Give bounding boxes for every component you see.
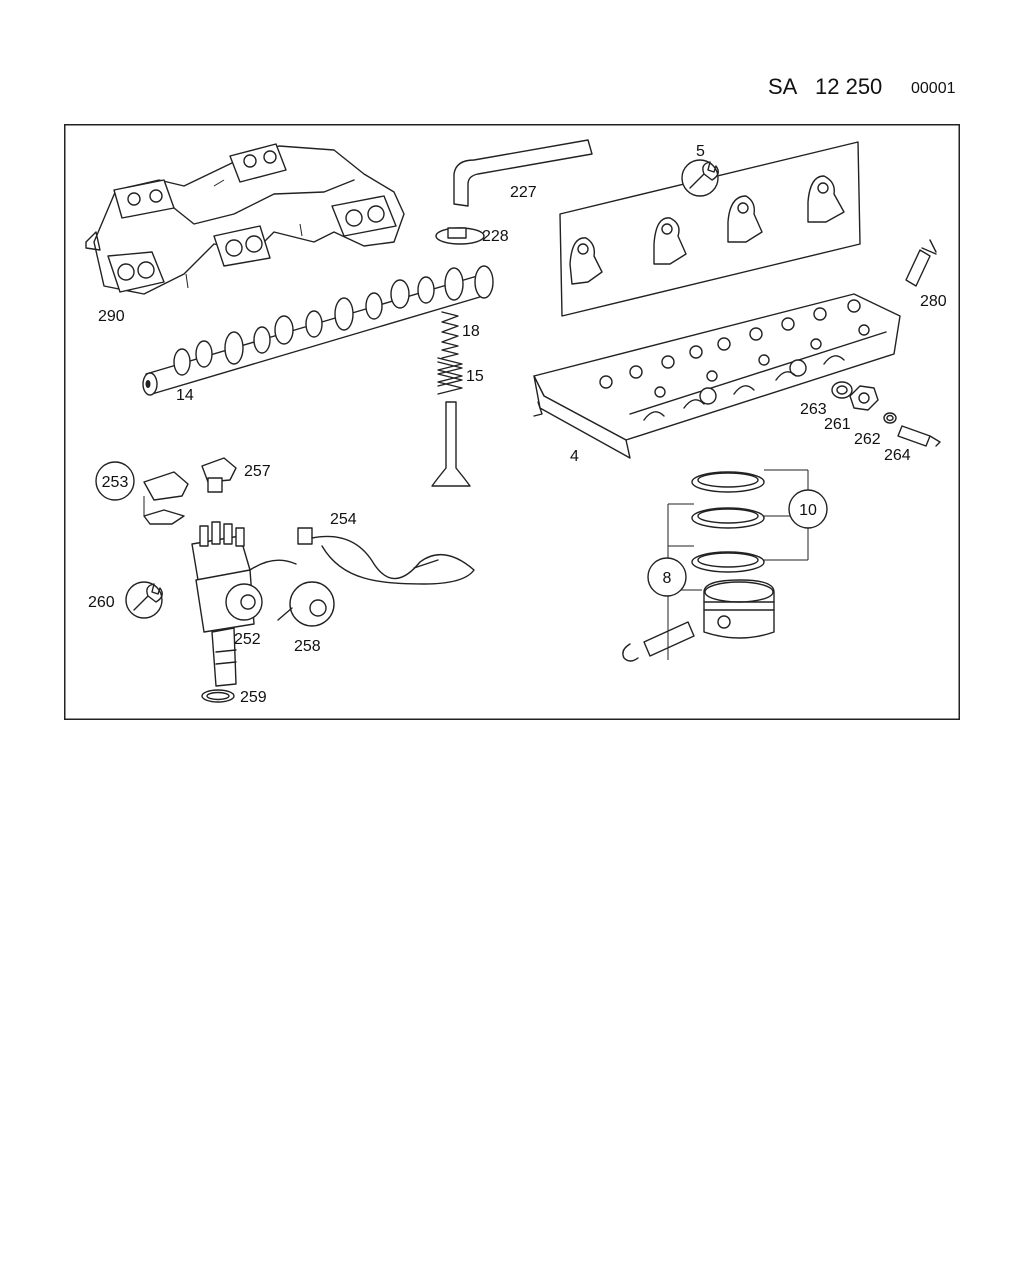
breather-hose[interactable] [453, 139, 593, 207]
wrench-icon [125, 581, 163, 619]
rocker-arm-kit[interactable] [559, 141, 861, 317]
cylinder-head[interactable] [533, 293, 901, 459]
wrench-icon [681, 159, 719, 197]
callout-227: 227 [510, 184, 537, 201]
temperature-sensor[interactable] [897, 425, 941, 447]
callout-258: 258 [294, 638, 321, 655]
callout-15: 15 [466, 368, 484, 385]
callout-290: 290 [98, 308, 125, 325]
callout-264: 264 [884, 447, 911, 464]
callout-10: 10 [799, 502, 817, 519]
intake-manifold[interactable] [85, 143, 405, 295]
callout-circle-253[interactable]: 253 [95, 461, 135, 501]
callout-circle-10[interactable]: 10 [788, 489, 828, 529]
callout-253: 253 [102, 474, 129, 491]
camshaft[interactable] [142, 265, 494, 396]
callout-280: 280 [920, 293, 947, 310]
callout-259: 259 [240, 689, 267, 706]
rotor-contact[interactable] [143, 471, 189, 525]
circlip[interactable] [622, 643, 639, 662]
callout-18: 18 [462, 323, 480, 340]
ignition-cable[interactable] [297, 527, 475, 585]
nut-261[interactable] [849, 385, 879, 411]
piston-ring-set[interactable] [691, 471, 765, 573]
distributor-rotor[interactable] [201, 457, 237, 493]
sealing-ring-259[interactable] [201, 689, 235, 703]
outer-valve-spring[interactable] [437, 357, 463, 395]
washer-262[interactable] [883, 412, 897, 424]
hose-clamp[interactable] [435, 227, 485, 245]
callout-228: 228 [482, 228, 509, 245]
callout-262: 262 [854, 431, 881, 448]
parts-diagram: 8 10 253 5 227 228 280 290 18 15 14 263 … [64, 124, 960, 720]
distributor-cap[interactable] [191, 521, 251, 581]
sealing-ring-263[interactable] [831, 381, 853, 399]
valve[interactable] [431, 401, 471, 487]
parts-diagram-frame: 8 10 253 5 227 228 280 290 18 15 14 263 … [64, 124, 960, 720]
distributor[interactable] [195, 559, 297, 687]
header-prefix: SA [768, 74, 798, 99]
header-group: 12 250 [815, 74, 883, 99]
callout-8: 8 [663, 570, 672, 587]
callout-14: 14 [176, 387, 194, 404]
callout-257: 257 [244, 463, 271, 480]
spark-plug[interactable] [905, 239, 937, 287]
callout-254: 254 [330, 511, 357, 528]
callout-circle-8[interactable]: 8 [647, 557, 687, 597]
callout-5: 5 [696, 143, 705, 160]
vacuum-unit[interactable] [277, 581, 335, 627]
callout-252: 252 [234, 631, 261, 648]
callout-263: 263 [800, 401, 827, 418]
piston[interactable] [703, 579, 775, 639]
callout-261: 261 [824, 416, 851, 433]
callout-260: 260 [88, 594, 115, 611]
piston-pin[interactable] [643, 621, 695, 657]
callout-4: 4 [570, 448, 579, 465]
inner-valve-spring[interactable] [441, 311, 459, 359]
header-sheet: 00001 [911, 80, 956, 97]
